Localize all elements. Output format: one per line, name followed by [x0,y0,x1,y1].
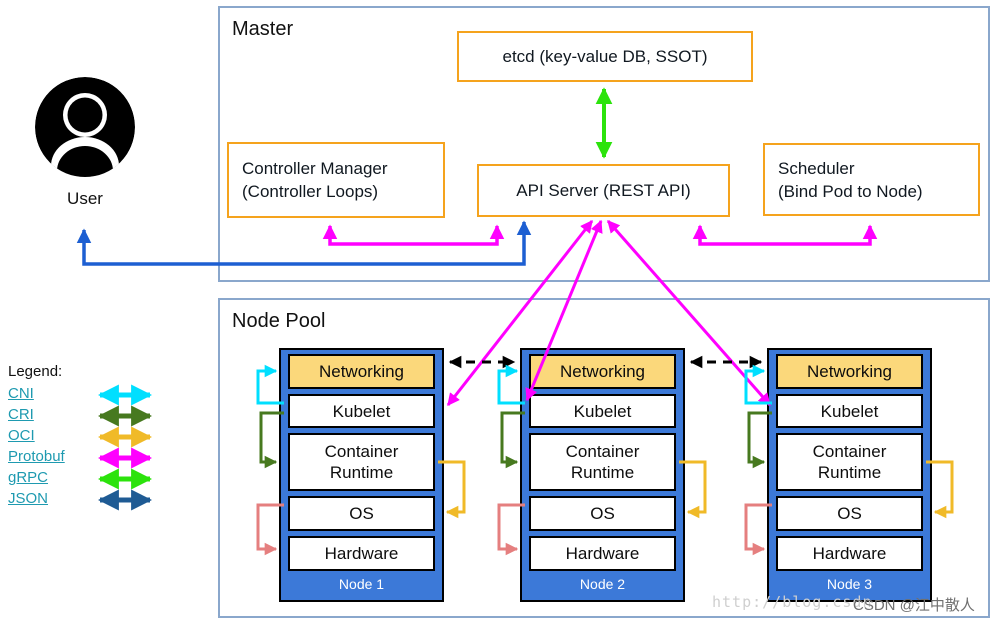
layer-label: Container Runtime [324,442,399,482]
layer-label: Hardware [565,544,640,563]
controller-manager-line2: (Controller Loops) [242,182,379,201]
layer-label: Hardware [324,544,399,563]
node2-os-layer: OS [529,496,676,531]
node-pool-panel-title: Node Pool [232,310,326,332]
legend-link-json[interactable]: JSON [8,490,49,507]
controller-manager-box: Controller Manager (Controller Loops) [227,142,445,218]
layer-label: Kubelet [573,401,632,421]
legend-link-cni[interactable]: CNI [8,385,34,402]
layer-label: Kubelet [332,401,391,421]
legend-link-grpc[interactable]: gRPC [8,469,49,486]
legend-title: Legend: [8,363,63,380]
layer-label: OS [837,504,862,523]
node3-container-runtime-layer: Container Runtime [776,433,923,491]
master-panel-title: Master [232,18,294,40]
legend-link-protobuf[interactable]: Protobuf [8,448,65,465]
watermark-credit: CSDN @江中散人 [853,597,975,614]
layer-label: Networking [806,362,893,381]
watermark-url: http://blog.csdn [712,593,873,611]
layer-label: OS [349,504,374,523]
node2-kubelet-layer: Kubelet [529,394,676,428]
layer-label: Networking [559,362,646,381]
node3-label: Node 3 [826,576,873,592]
node2-hardware-layer: Hardware [529,536,676,571]
node1-hardware-layer: Hardware [288,536,435,571]
layer-label: Container Runtime [565,442,640,482]
scheduler-line2: (Bind Pod to Node) [778,181,923,201]
node-3: Networking Kubelet Container Runtime OS … [767,348,932,602]
node-1: Networking Kubelet Container Runtime OS … [279,348,444,602]
etcd-box: etcd (key-value DB, SSOT) [457,31,753,82]
user-icon [35,77,135,177]
api-server-box: API Server (REST API) [477,164,730,217]
node-2: Networking Kubelet Container Runtime OS … [520,348,685,602]
legend-link-cri[interactable]: CRI [8,406,34,423]
scheduler-line1: Scheduler [778,158,855,178]
node3-hardware-layer: Hardware [776,536,923,571]
layer-label: Hardware [812,544,887,563]
node3-kubelet-layer: Kubelet [776,394,923,428]
layer-label: Networking [318,362,405,381]
controller-manager-line1: Controller Manager [242,159,388,178]
legend-link-oci[interactable]: OCI [8,427,35,444]
node1-container-runtime-layer: Container Runtime [288,433,435,491]
scheduler-box: Scheduler (Bind Pod to Node) [763,143,980,216]
layer-label: OS [590,504,615,523]
node3-networking-layer: Networking [776,354,923,389]
node2-container-runtime-layer: Container Runtime [529,433,676,491]
node1-networking-layer: Networking [288,354,435,389]
node2-networking-layer: Networking [529,354,676,389]
node1-label: Node 1 [338,576,385,592]
node1-os-layer: OS [288,496,435,531]
node2-label: Node 2 [579,576,626,592]
node3-os-layer: OS [776,496,923,531]
user-label: User [67,189,103,208]
layer-label: Container Runtime [812,442,887,482]
node1-kubelet-layer: Kubelet [288,394,435,428]
layer-label: Kubelet [820,401,879,421]
